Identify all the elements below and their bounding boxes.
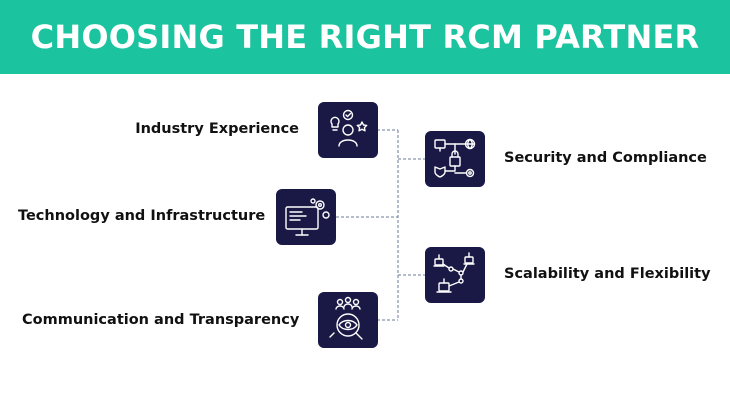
label-communication-transparency: Communication and Transparency (22, 312, 300, 328)
team-eye-gear-icon (329, 296, 363, 340)
tile-communication-transparency (318, 292, 378, 348)
label-scalability-flexibility: Scalability and Flexibility (504, 266, 711, 282)
security-lock-icon (434, 138, 476, 178)
tile-security-compliance (425, 131, 485, 187)
monitor-gears-icon (285, 198, 330, 236)
tile-scalability-flexibility (425, 247, 485, 303)
page-title: CHOOSING THE RIGHT RCM PARTNER (30, 18, 700, 56)
tile-technology-infrastructure (276, 189, 336, 245)
label-security-compliance: Security and Compliance (504, 150, 707, 166)
expert-idea-icon (330, 109, 368, 147)
label-industry-experience: Industry Experience (135, 121, 299, 137)
label-technology-infrastructure: Technology and Infrastructure (18, 208, 266, 224)
scalable-network-icon (433, 252, 475, 293)
tile-industry-experience (318, 102, 378, 158)
header-banner: CHOOSING THE RIGHT RCM PARTNER (0, 0, 730, 74)
